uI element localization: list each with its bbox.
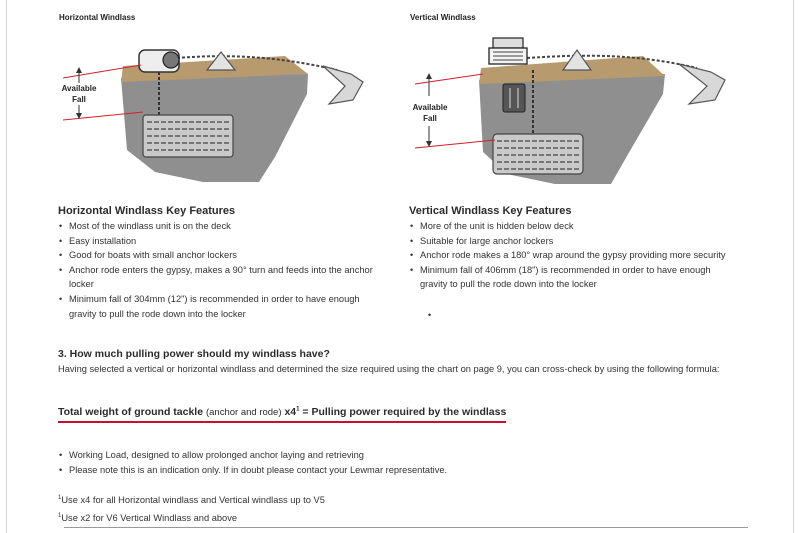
list-item: Minimum fall of 304mm (12") is recommend…	[58, 292, 378, 321]
list-item: Most of the windlass unit is on the deck	[58, 219, 378, 234]
fall-label-line1: Available	[61, 84, 97, 93]
list-item: Please note this is an indication only. …	[58, 463, 748, 478]
footnote-text: Use x4 for all Horizontal windlass and V…	[61, 495, 325, 506]
footnote-mark: 1	[58, 495, 62, 501]
trailing-bullet: •	[428, 310, 432, 320]
page: Horizontal Windlass Available Fall	[6, 0, 794, 533]
section-intro: Having selected a vertical or horizontal…	[58, 364, 720, 374]
horizontal-features-heading: Horizontal Windlass Key Features	[58, 205, 236, 217]
vertical-diagram-title: Vertical Windlass	[410, 13, 476, 22]
footnote: 1Use x2 for V6 Vertical Windlass and abo…	[58, 508, 325, 526]
list-item: Anchor rode enters the gypsy, makes a 90…	[58, 263, 378, 292]
fall-label-line1: Available	[412, 103, 448, 112]
formula-part2: (anchor and rode)	[205, 407, 282, 418]
formula-multiplier: x4	[284, 406, 297, 418]
formula-part4: = Pulling power required by the windlass	[302, 406, 507, 418]
fall-label-line2: Fall	[72, 95, 86, 104]
bottom-divider	[64, 527, 748, 528]
notes-list: Working Load, designed to allow prolonge…	[58, 448, 748, 478]
vertical-fall-label: Available Fall	[408, 102, 452, 124]
pulling-power-formula: Total weight of ground tackle (anchor an…	[58, 406, 507, 423]
horizontal-windlass-diagram	[62, 49, 364, 182]
horizontal-fall-label: Available Fall	[57, 83, 101, 105]
footnote-text: Use x2 for V6 Vertical Windlass and abov…	[61, 513, 238, 524]
vertical-windlass-diagram	[414, 37, 726, 184]
list-item: Minimum fall of 406mm (18") is recommend…	[409, 263, 729, 292]
list-item: More of the unit is hidden below deck	[409, 219, 729, 234]
list-item: Suitable for large anchor lockers	[409, 234, 729, 249]
horizontal-diagram-title: Horizontal Windlass	[59, 13, 136, 22]
formula-footnote-mark: 1	[296, 406, 300, 413]
footnotes: 1Use x4 for all Horizontal windlass and …	[58, 490, 325, 526]
formula-part1: Total weight of ground tackle	[58, 406, 204, 418]
footnote: 1Use x4 for all Horizontal windlass and …	[58, 490, 325, 508]
fall-label-line2: Fall	[423, 114, 437, 123]
vertical-features-list: More of the unit is hidden below deck Su…	[409, 219, 729, 292]
section-heading: 3. How much pulling power should my wind…	[58, 348, 330, 360]
list-item: Good for boats with small anchor lockers	[58, 248, 378, 263]
list-item: Working Load, designed to allow prolonge…	[58, 448, 748, 463]
vertical-features-heading: Vertical Windlass Key Features	[409, 205, 572, 217]
footnote-mark: 1	[58, 513, 62, 520]
list-item: Easy installation	[58, 234, 378, 249]
horizontal-features-list: Most of the windlass unit is on the deck…	[58, 219, 378, 321]
list-item: Anchor rode makes a 180° wrap around the…	[409, 248, 729, 263]
